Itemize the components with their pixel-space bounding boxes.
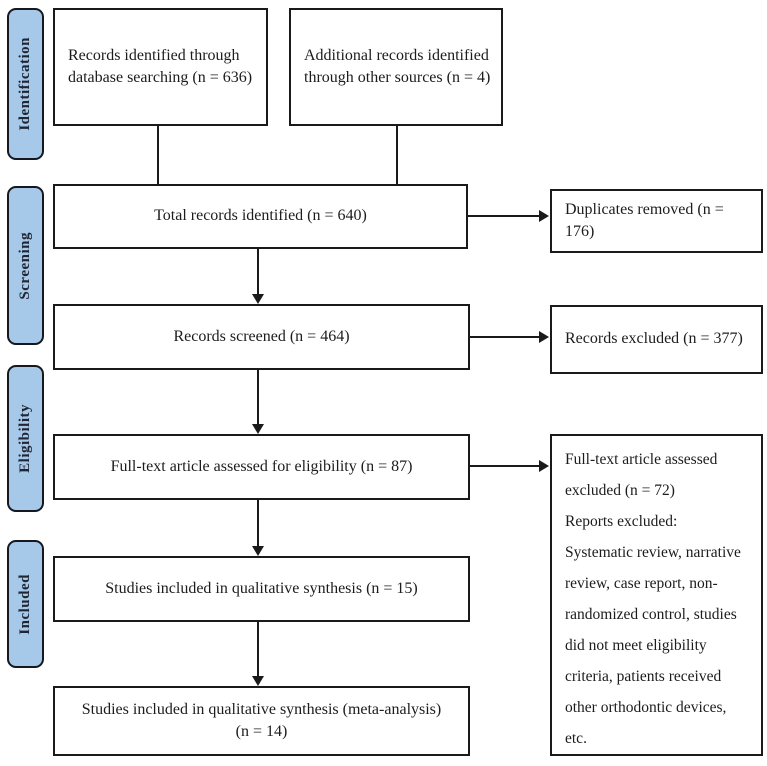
connector-screened-to-excluded xyxy=(470,336,539,338)
box-fulltext-assessed: Full-text article assessed for eligibili… xyxy=(53,434,470,500)
box-records-identified-text: Records identified through database sear… xyxy=(68,46,253,86)
box-meta-analysis-text: Studies included in qualitative synthesi… xyxy=(81,700,442,740)
stage-screening: Screening xyxy=(7,186,44,345)
stage-included-label: Included xyxy=(17,573,33,635)
arrowhead-qualitative-to-meta xyxy=(252,676,264,686)
arrowhead-total-to-screened xyxy=(252,294,264,304)
box-duplicates-removed-text: Duplicates removed (n = 176) xyxy=(565,200,724,240)
fulltext-excluded-line-1: Full-text article assessed excluded (n =… xyxy=(565,451,718,499)
connector-qualitative-to-meta xyxy=(257,622,259,677)
stage-eligibility-label: Eligibility xyxy=(17,404,33,473)
box-fulltext-assessed-text: Full-text article assessed for eligibili… xyxy=(110,457,413,475)
connector-total-to-duplicates xyxy=(468,215,539,217)
connector-screened-to-fulltext xyxy=(257,370,259,425)
box-qualitative-synthesis: Studies included in qualitative synthesi… xyxy=(53,556,470,622)
fulltext-excluded-line-2: Reports excluded: xyxy=(565,513,678,530)
box-total-records: Total records identified (n = 640) xyxy=(53,184,468,249)
box-records-screened-text: Records screened (n = 464) xyxy=(173,327,350,345)
arrowhead-fulltext-to-excluded xyxy=(539,460,549,472)
box-records-screened: Records screened (n = 464) xyxy=(53,304,470,370)
box-meta-analysis: Studies included in qualitative synthesi… xyxy=(53,686,470,756)
box-records-excluded: Records excluded (n = 377) xyxy=(550,305,763,374)
stage-screening-label: Screening xyxy=(17,231,33,300)
box-records-excluded-text: Records excluded (n = 377) xyxy=(565,330,743,348)
connector-fulltext-to-excluded xyxy=(470,465,539,467)
fulltext-excluded-line-3: Systematic review, narrative review, cas… xyxy=(565,544,741,747)
box-fulltext-excluded: Full-text article assessed excluded (n =… xyxy=(550,434,763,756)
arrowhead-fulltext-to-qualitative xyxy=(252,546,264,556)
connector-fulltext-to-qualitative xyxy=(257,500,259,547)
stage-included: Included xyxy=(7,540,44,668)
box-qualitative-synthesis-text: Studies included in qualitative synthesi… xyxy=(105,579,418,597)
connector-records-to-total xyxy=(157,126,159,184)
stage-identification: Identification xyxy=(7,8,44,160)
connector-additional-to-total xyxy=(396,126,398,184)
box-additional-records-text: Additional records identified through ot… xyxy=(304,46,491,86)
stage-identification-label: Identification xyxy=(17,37,33,131)
box-additional-records: Additional records identified through ot… xyxy=(289,8,503,126)
arrowhead-total-to-duplicates xyxy=(539,210,549,222)
connector-total-to-screened xyxy=(257,249,259,295)
arrowhead-screened-to-fulltext xyxy=(252,424,264,434)
box-duplicates-removed: Duplicates removed (n = 176) xyxy=(550,189,763,253)
stage-eligibility: Eligibility xyxy=(7,365,44,512)
box-records-identified: Records identified through database sear… xyxy=(53,8,268,126)
arrowhead-screened-to-excluded xyxy=(539,331,549,343)
box-total-records-text: Total records identified (n = 640) xyxy=(154,207,367,225)
